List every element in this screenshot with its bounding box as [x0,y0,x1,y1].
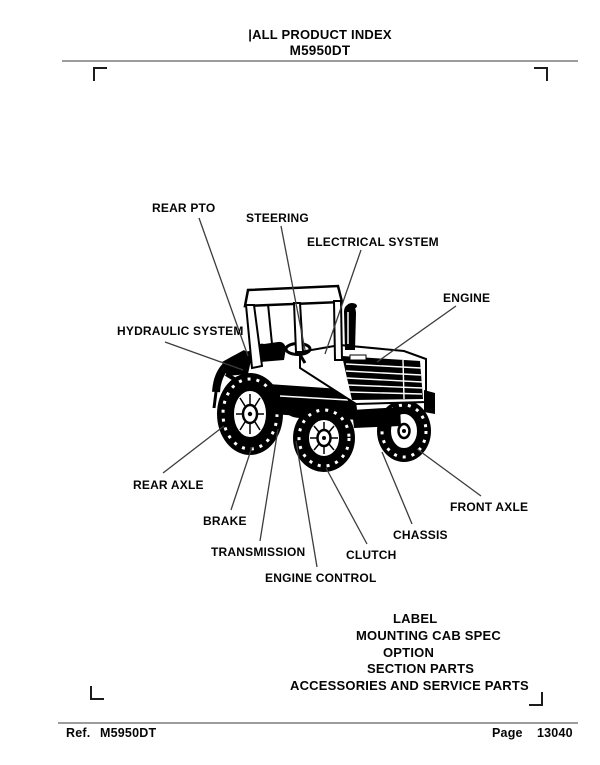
rops-canopy [243,284,344,370]
leader-line-brake [230,446,253,511]
page-label: Page [492,726,523,740]
leader-line-electrical-system [324,249,362,355]
index-item-option[interactable]: OPTION [383,645,435,660]
leader-line-steering [280,225,306,351]
front-near-wheel [293,404,355,472]
index-item-section-parts[interactable]: SECTION PARTS [367,661,475,676]
callout-label-brake[interactable]: BRAKE [203,514,247,528]
callout-label-electrical-system[interactable]: ELECTRICAL SYSTEM [307,235,439,249]
leader-line-engine-control [295,440,318,568]
callout-label-hydraulic-system[interactable]: HYDRAULIC SYSTEM [117,324,244,338]
callout-label-front-axle[interactable]: FRONT AXLE [450,500,529,514]
callout-label-chassis[interactable]: CHASSIS [393,528,448,542]
leader-line-rear-axle [162,425,225,474]
index-item-accessories-and-service-parts[interactable]: ACCESSORIES AND SERVICE PARTS [290,678,529,693]
leader-line-chassis [381,451,413,525]
tractor-artwork [212,284,435,472]
callout-label-clutch[interactable]: CLUTCH [346,548,397,562]
index-item-mounting-cab-spec[interactable]: MOUNTING CAB SPEC [356,628,501,643]
ref-label: Ref. [66,726,91,740]
callout-label-transmission[interactable]: TRANSMISSION [211,545,306,559]
exhaust-muffler [344,303,357,350]
leader-line-rear-pto [198,217,249,357]
page-header: |ALL PRODUCT INDEX M5950DT [40,27,600,59]
header-rule [62,60,578,62]
leader-line-hydraulic-system [164,341,244,371]
callout-label-engine[interactable]: ENGINE [443,291,491,305]
crop-mark-bottom-right [529,692,543,706]
page-number: 13040 [537,726,573,740]
ref-value: M5950DT [100,726,157,740]
crop-mark-top-left [93,67,107,81]
leader-line-engine [376,305,457,363]
callout-label-steering[interactable]: STEERING [246,211,309,225]
leader-line-transmission [259,428,279,542]
callout-label-rear-pto[interactable]: REAR PTO [152,201,216,215]
leader-line-clutch [325,467,368,545]
callout-label-rear-axle[interactable]: REAR AXLE [133,478,204,492]
engine-hood [299,343,427,406]
crop-mark-top-right [534,67,548,81]
model-title: M5950DT [289,43,351,58]
leader-lines [162,217,482,568]
footer-rule [58,722,578,724]
page-title: |ALL PRODUCT INDEX [248,27,392,42]
crop-mark-bottom-left [90,686,104,700]
callout-label-engine-control[interactable]: ENGINE CONTROL [265,571,377,585]
leader-line-front-axle [416,448,482,497]
index-item-label[interactable]: LABEL [393,611,438,626]
